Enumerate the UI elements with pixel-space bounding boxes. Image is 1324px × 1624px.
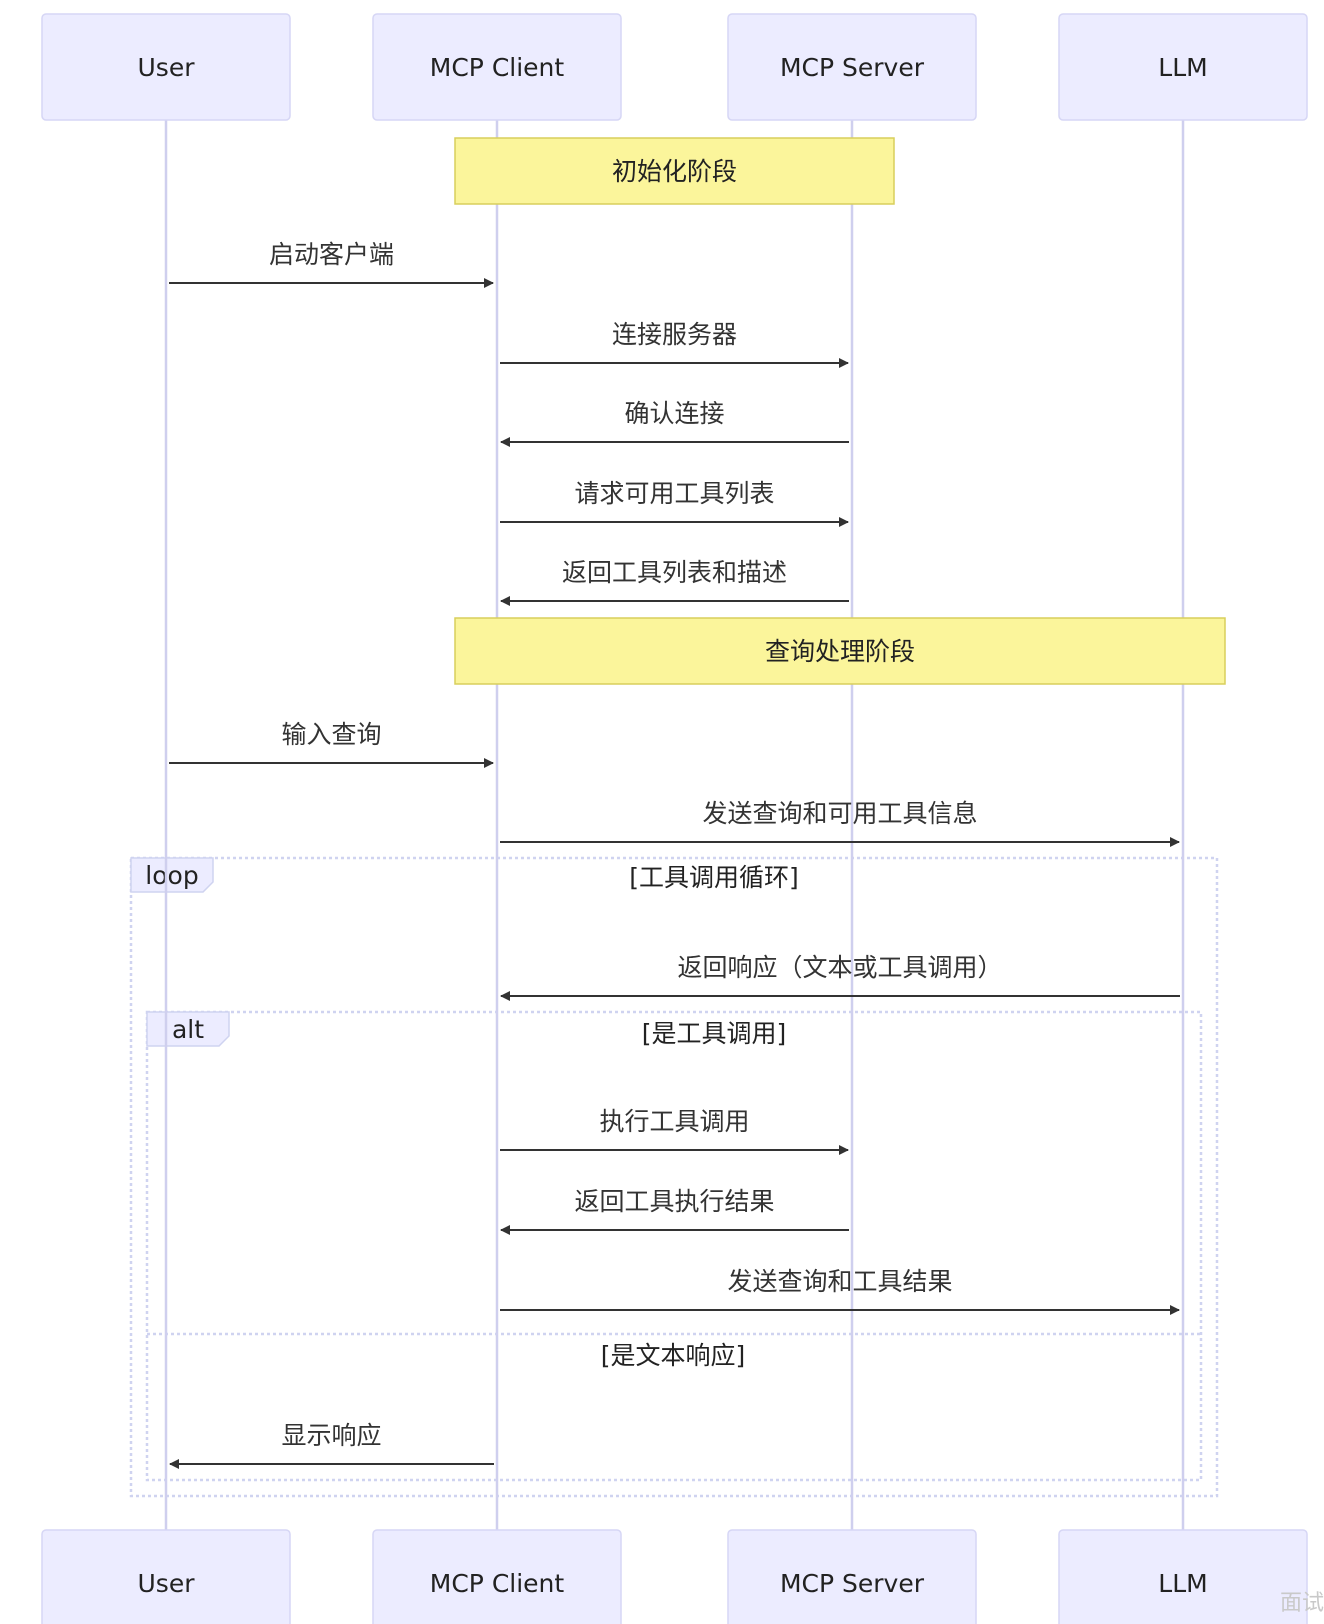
- actor-box: [372, 1529, 622, 1624]
- note-label: 初始化阶段: [612, 157, 737, 186]
- frame-alt: alt [是工具调用] [是文本响应]: [145, 1010, 1203, 1482]
- message-label: 返回响应（文本或工具调用）: [677, 953, 1002, 982]
- message-label: 启动客户端: [269, 240, 394, 269]
- actor-box: [1058, 1529, 1308, 1624]
- message-2: 确认连接: [500, 399, 849, 447]
- actor-client-bottom: MCP Client: [372, 1529, 622, 1624]
- message-label: 请求可用工具列表: [574, 479, 774, 508]
- actor-label: MCP Client: [430, 1569, 565, 1598]
- message-label: 连接服务器: [612, 320, 737, 349]
- message-5: 输入查询: [169, 720, 494, 768]
- message-label: 发送查询和工具结果: [727, 1267, 952, 1296]
- actor-box: [41, 1529, 291, 1624]
- message-label: 确认连接: [624, 399, 724, 428]
- frame-border: [145, 1010, 1203, 1482]
- message-10: 发送查询和工具结果: [500, 1267, 1180, 1315]
- message-0: 启动客户端: [169, 240, 494, 288]
- note-box: [454, 617, 1226, 685]
- message-3: 请求可用工具列表: [500, 479, 849, 527]
- actor-label: User: [138, 53, 196, 82]
- actor-box: [41, 13, 291, 121]
- message-label: 输入查询: [281, 720, 381, 749]
- frame-condition: [工具调用循环]: [629, 863, 799, 892]
- message-label: 显示响应: [281, 1421, 381, 1450]
- actor-server-bottom: MCP Server: [727, 1529, 977, 1624]
- message-label: 发送查询和可用工具信息: [702, 799, 977, 828]
- message-label: 返回工具列表和描述: [562, 558, 787, 587]
- message-label: 执行工具调用: [599, 1107, 749, 1136]
- frame-label: alt: [172, 1015, 204, 1044]
- message-8: 执行工具调用: [500, 1107, 849, 1155]
- actor-label: User: [138, 1569, 196, 1598]
- frame-label-tab: [146, 1011, 230, 1047]
- note-box: [454, 137, 895, 205]
- message-7: 返回响应（文本或工具调用）: [500, 953, 1180, 1001]
- message-9: 返回工具执行结果: [500, 1187, 849, 1235]
- actor-label: LLM: [1158, 53, 1207, 82]
- actor-label: MCP Server: [780, 53, 925, 82]
- frame-condition: [是工具调用]: [642, 1019, 787, 1048]
- watermark: 面试: [1280, 1591, 1324, 1616]
- actor-box: [1058, 13, 1308, 121]
- frame-label: loop: [145, 861, 198, 890]
- actor-user-top: User: [41, 13, 291, 121]
- actor-llm-top: LLM: [1058, 13, 1308, 121]
- message-4: 返回工具列表和描述: [500, 558, 849, 606]
- actor-label: MCP Server: [780, 1569, 925, 1598]
- frame-label-tab: [130, 857, 214, 893]
- frame-else-condition: [是文本响应]: [601, 1341, 746, 1370]
- actor-box: [727, 1529, 977, 1624]
- message-11: 显示响应: [169, 1421, 494, 1469]
- actor-label: MCP Client: [430, 53, 565, 82]
- frame-loop: loop [工具调用循环]: [129, 856, 1219, 1498]
- actor-box: [727, 13, 977, 121]
- actor-box: [372, 13, 622, 121]
- note-1: 查询处理阶段: [454, 617, 1226, 685]
- actor-client-top: MCP Client: [372, 13, 622, 121]
- message-6: 发送查询和可用工具信息: [500, 799, 1180, 847]
- message-1: 连接服务器: [500, 320, 849, 368]
- note-0: 初始化阶段: [454, 137, 895, 205]
- note-label: 查询处理阶段: [765, 637, 915, 666]
- actor-llm-bottom: LLM: [1058, 1529, 1308, 1624]
- actor-server-top: MCP Server: [727, 13, 977, 121]
- actor-label: LLM: [1158, 1569, 1207, 1598]
- frame-border: [129, 856, 1219, 1498]
- message-label: 返回工具执行结果: [574, 1187, 774, 1216]
- actor-user-bottom: User: [41, 1529, 291, 1624]
